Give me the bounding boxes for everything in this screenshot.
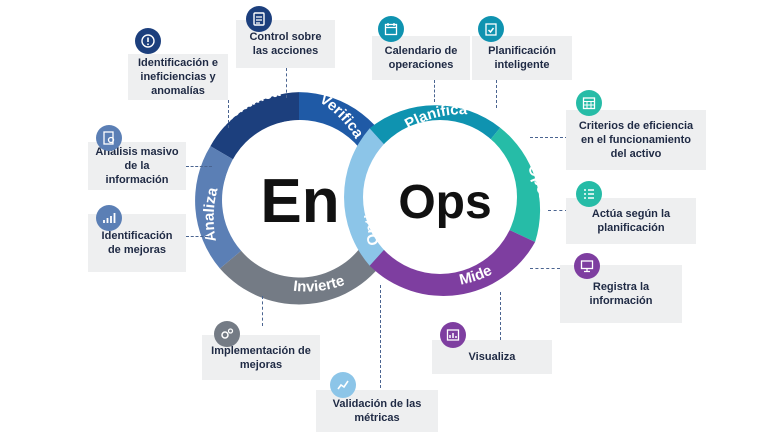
warning-gear-icon: [135, 28, 161, 54]
right-center-label: Ops: [398, 176, 491, 229]
box-implementacion-mejoras-text: Implementación de mejoras: [211, 344, 311, 371]
calendar-grid-icon: [576, 90, 602, 116]
task-list-icon: [576, 181, 602, 207]
box-planificacion-inteligente-text: Planificación inteligente: [488, 45, 556, 71]
dashboard-icon: [440, 322, 466, 348]
segment-invierte[interactable]: [219, 237, 391, 305]
connector-mejoras: [186, 236, 208, 237]
box-registra-informacion-text: Registra la información: [589, 281, 653, 307]
box-identificacion-ineficiencias: Identificación e ineficiencias y anomalí…: [128, 54, 228, 100]
box-analisis-masivo-text: Análisis masivo de la información: [95, 146, 179, 186]
data-entry-icon: [574, 253, 600, 279]
box-validacion-metricas-text: Validación de las métricas: [332, 398, 422, 424]
box-identificacion-mejoras-text: Identificación de mejoras: [101, 230, 173, 256]
right-ring: [344, 105, 541, 296]
calendar-icon: [378, 16, 404, 42]
connector-ineficiencias: [228, 100, 229, 128]
segment-mide[interactable]: [369, 230, 536, 296]
segment-analiza[interactable]: [195, 146, 242, 269]
box-actua-planificacion-text: Actúa según la planificación: [591, 208, 671, 234]
connector-actua: [548, 210, 568, 211]
box-calendario-operaciones-text: Calendario de operaciones: [384, 45, 458, 71]
segment-identifica[interactable]: [210, 92, 299, 160]
connector-registra: [530, 268, 560, 269]
box-planificacion-inteligente: Planificación inteligente: [472, 36, 572, 80]
validation-chart-icon: [330, 372, 356, 398]
checklist-icon: [246, 6, 272, 32]
connector-planificacion: [496, 80, 497, 108]
label-optimiza: Optimiza: [362, 177, 385, 247]
connector-implementacion: [262, 296, 263, 326]
clipboard-check-icon: [478, 16, 504, 42]
box-criterios-eficiencia-text: Criterios de eficiencia en el funcionami…: [578, 120, 694, 160]
growth-chart-icon: [96, 205, 122, 231]
connector-calendario: [434, 80, 435, 102]
connector-analisis: [186, 166, 212, 167]
box-identificacion-ineficiencias-text: Identificación e ineficiencias y anomalí…: [137, 57, 219, 97]
box-visualiza-text: Visualiza: [468, 351, 516, 363]
left-center-label: En: [260, 167, 339, 236]
connector-validacion: [380, 285, 381, 388]
box-calendario-operaciones: Calendario de operaciones: [372, 36, 470, 80]
label-analiza: Analiza: [201, 185, 222, 243]
gears-icon: [214, 321, 240, 347]
box-control-acciones-text: Control sobre las acciones: [249, 31, 322, 57]
document-analysis-icon: [96, 125, 122, 151]
left-ring: [195, 92, 400, 305]
connector-visualiza: [500, 292, 501, 340]
connector-control: [286, 68, 287, 98]
connector-criterios: [530, 137, 568, 138]
box-validacion-metricas: Validación de las métricas: [316, 390, 438, 432]
box-criterios-eficiencia: Criterios de eficiencia en el funcionami…: [566, 110, 706, 170]
